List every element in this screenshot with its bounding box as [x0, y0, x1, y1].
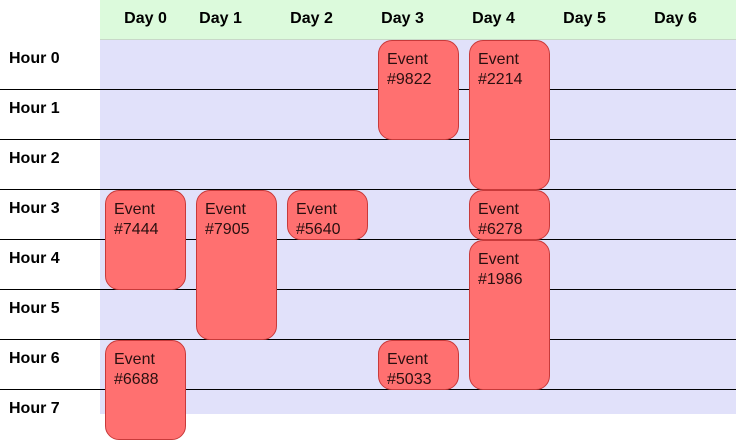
event-block[interactable]: Event #2214: [469, 40, 550, 190]
row-divider: [100, 289, 736, 290]
row-divider: [0, 139, 100, 140]
day-header-4: Day 4: [472, 10, 515, 27]
day-header-2: Day 2: [290, 10, 333, 27]
hour-label-7: Hour 7: [9, 400, 60, 417]
hour-label-2: Hour 2: [9, 150, 60, 167]
row-divider: [100, 239, 736, 240]
day-header-row: Day 0 Day 1 Day 2 Day 3 Day 4 Day 5 Day …: [100, 0, 736, 40]
row-divider: [100, 339, 736, 340]
row-divider: [0, 239, 100, 240]
row-divider: [0, 289, 100, 290]
calendar-corner: [0, 0, 100, 40]
hour-label-3: Hour 3: [9, 200, 60, 217]
event-title: Event: [296, 201, 337, 218]
event-block[interactable]: Event #5640: [287, 190, 368, 240]
event-title: Event: [478, 201, 519, 218]
row-divider: [0, 189, 100, 190]
event-id: #7444: [114, 221, 159, 238]
event-id: #6278: [478, 221, 523, 238]
event-id: #5640: [296, 221, 341, 238]
row-divider: [100, 189, 736, 190]
event-title: Event: [387, 351, 428, 368]
row-divider: [0, 89, 100, 90]
hour-label-4: Hour 4: [9, 250, 60, 267]
event-id: #7905: [205, 221, 250, 238]
event-title: Event: [387, 51, 428, 68]
event-title: Event: [114, 201, 155, 218]
event-block[interactable]: Event #5033: [378, 340, 459, 390]
event-id: #5033: [387, 371, 432, 388]
hour-label-5: Hour 5: [9, 300, 60, 317]
event-id: #6688: [114, 371, 159, 388]
day-header-1: Day 1: [199, 10, 242, 27]
event-id: #9822: [387, 71, 432, 88]
row-divider: [0, 339, 100, 340]
day-header-3: Day 3: [381, 10, 424, 27]
event-block[interactable]: Event #6688: [105, 340, 186, 440]
hour-label-column: Hour 0 Hour 1 Hour 2 Hour 3 Hour 4 Hour …: [0, 40, 100, 417]
event-block[interactable]: Event #1986: [469, 240, 550, 390]
hour-label-1: Hour 1: [9, 100, 60, 117]
day-header-6: Day 6: [654, 10, 697, 27]
row-divider: [0, 389, 100, 390]
event-title: Event: [205, 201, 246, 218]
event-title: Event: [114, 351, 155, 368]
event-block[interactable]: Event #9822: [378, 40, 459, 140]
event-block[interactable]: Event #6278: [469, 190, 550, 240]
event-title: Event: [478, 251, 519, 268]
hour-label-6: Hour 6: [9, 350, 60, 367]
day-header-0: Day 0: [124, 10, 167, 27]
hour-label-0: Hour 0: [9, 50, 60, 67]
event-block[interactable]: Event #7444: [105, 190, 186, 290]
event-id: #1986: [478, 271, 523, 288]
event-block[interactable]: Event #7905: [196, 190, 277, 340]
event-title: Event: [478, 51, 519, 68]
event-id: #2214: [478, 71, 523, 88]
day-header-5: Day 5: [563, 10, 606, 27]
